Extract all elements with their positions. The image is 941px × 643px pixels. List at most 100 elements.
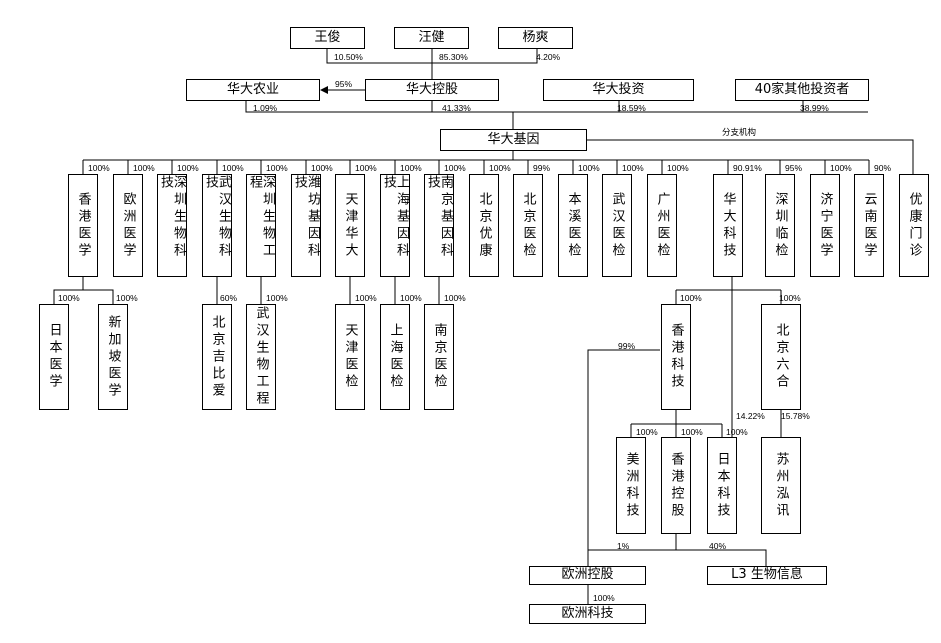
- node-wh-biotech: 武汉生物科技: [202, 174, 232, 277]
- node-yn-medical: 云南医学: [854, 174, 884, 277]
- node-label: 南京基因科技: [425, 175, 453, 260]
- node-label: 王俊: [314, 29, 341, 45]
- node-yang-shuang: 杨爽: [498, 27, 573, 49]
- pct-label: 100%: [830, 163, 852, 173]
- pct-label: 100%: [400, 293, 422, 303]
- node-sg-medical: 新加坡医学: [98, 304, 128, 410]
- node-label: 优康门诊: [906, 191, 922, 260]
- pct-label: 100%: [88, 163, 110, 173]
- node-label: 北京医检: [520, 191, 536, 260]
- node-label: 深圳临检: [772, 191, 788, 260]
- node-label: 云南医学: [861, 191, 877, 260]
- pct-label: 14.22%: [736, 411, 765, 421]
- node-bj-jibiai: 北京吉比爱: [202, 304, 232, 410]
- node-bgi-tech: 华大科技: [713, 174, 743, 277]
- pct-label: 18.59%: [617, 103, 646, 113]
- node-other-investors: 40家其他投资者: [735, 79, 869, 101]
- node-label: 广州医检: [654, 191, 670, 260]
- node-label: 苏州泓讯: [773, 451, 789, 520]
- node-label: 北京六合: [773, 323, 789, 391]
- node-youkang-clinic: 优康门诊: [899, 174, 929, 277]
- node-bj-lab: 北京医检: [513, 174, 543, 277]
- node-label: 华大科技: [720, 191, 736, 260]
- node-sh-gene: 上海基因科技: [380, 174, 410, 277]
- node-sh-lab: 上海医检: [380, 304, 410, 410]
- node-label: 上海基因科技: [381, 175, 409, 260]
- node-label: 深圳生物工程: [247, 175, 275, 260]
- node-label: 日本医学: [46, 323, 62, 391]
- node-label: 济宁医学: [817, 191, 833, 260]
- pct-label: 100%: [177, 163, 199, 173]
- pct-label: 40%: [709, 541, 727, 551]
- pct-label: 100%: [593, 593, 615, 603]
- node-label: 新加坡医学: [105, 314, 121, 400]
- pct-label: 100%: [355, 293, 377, 303]
- pct-label: 38.99%: [800, 103, 829, 113]
- pct-label: 100%: [222, 163, 244, 173]
- node-jp-medical: 日本医学: [39, 304, 69, 410]
- pct-label: 100%: [133, 163, 155, 173]
- pct-label: 100%: [444, 293, 466, 303]
- pct-label: 100%: [636, 427, 658, 437]
- pct-label: 41.33%: [442, 103, 471, 113]
- node-sz-clinic: 深圳临检: [765, 174, 795, 277]
- node-label: 40家其他投资者: [754, 81, 850, 97]
- node-label: 香港科技: [668, 323, 684, 391]
- node-label: 天津医检: [342, 323, 358, 391]
- pct-label: 100%: [779, 293, 801, 303]
- node-eu-medical: 欧洲医学: [113, 174, 143, 277]
- node-us-tech: 美洲科技: [616, 437, 646, 534]
- pct-label: 100%: [622, 163, 644, 173]
- node-eu-tech: 欧洲科技: [529, 604, 646, 624]
- node-wh-bioeng: 武汉生物工程: [246, 304, 276, 410]
- pct-label: 1%: [617, 541, 630, 551]
- branch-label: 分支机构: [722, 127, 757, 137]
- node-jn-medical: 济宁医学: [810, 174, 840, 277]
- node-hk-medical: 香港医学: [68, 174, 98, 277]
- node-label: 武汉医检: [609, 191, 625, 260]
- node-label: 美洲科技: [623, 451, 639, 520]
- node-hk-holding: 香港控股: [661, 437, 691, 534]
- pct-label: 100%: [116, 293, 138, 303]
- node-hk-tech: 香港科技: [661, 304, 691, 410]
- node-label: 深圳生物科技: [158, 175, 186, 260]
- node-tj-lab: 天津医检: [335, 304, 365, 410]
- node-eu-holding: 欧洲控股: [529, 566, 646, 585]
- node-label: 北京优康: [476, 191, 492, 260]
- node-label: 本溪医检: [565, 191, 581, 260]
- node-label: 香港医学: [75, 191, 91, 260]
- pct-label: 60%: [220, 293, 238, 303]
- node-bgi-genomics: 华大基因: [440, 129, 587, 151]
- node-label: 武汉生物工程: [253, 306, 269, 408]
- node-label: 华大控股: [405, 81, 458, 97]
- pct-label: 1.09%: [253, 103, 278, 113]
- pct-label: 100%: [444, 163, 466, 173]
- node-wh-lab: 武汉医检: [602, 174, 632, 277]
- node-bgi-holding: 华大控股: [365, 79, 499, 101]
- pct-label: 100%: [680, 293, 702, 303]
- pct-label: 100%: [266, 163, 288, 173]
- node-gz-lab: 广州医检: [647, 174, 677, 277]
- node-bx-lab: 本溪医检: [558, 174, 588, 277]
- node-label: 华大农业: [226, 81, 279, 97]
- pct-label: 100%: [726, 427, 748, 437]
- node-label: 欧洲科技: [561, 605, 614, 621]
- node-weifang-gene: 潍坊基因科技: [291, 174, 321, 277]
- node-label: 上海医检: [387, 323, 403, 391]
- node-label: 南京医检: [431, 323, 447, 391]
- pct-label: 99%: [533, 163, 551, 173]
- node-label: 日本科技: [714, 451, 730, 520]
- node-label: 华大投资: [592, 81, 645, 97]
- node-bgi-invest: 华大投资: [543, 79, 694, 101]
- pct-label: 100%: [311, 163, 333, 173]
- node-label: 北京吉比爱: [209, 314, 225, 400]
- pct-label: 100%: [355, 163, 377, 173]
- node-nj-lab: 南京医检: [424, 304, 454, 410]
- node-bj-liuhe: 北京六合: [761, 304, 801, 410]
- node-wang-jun: 王俊: [290, 27, 365, 49]
- pct-label: 100%: [489, 163, 511, 173]
- node-l3-bio: L3 生物信息: [707, 566, 827, 585]
- node-label: L3 生物信息: [731, 567, 803, 583]
- node-label: 天津华大: [342, 191, 358, 260]
- pct-label: 15.78%: [781, 411, 810, 421]
